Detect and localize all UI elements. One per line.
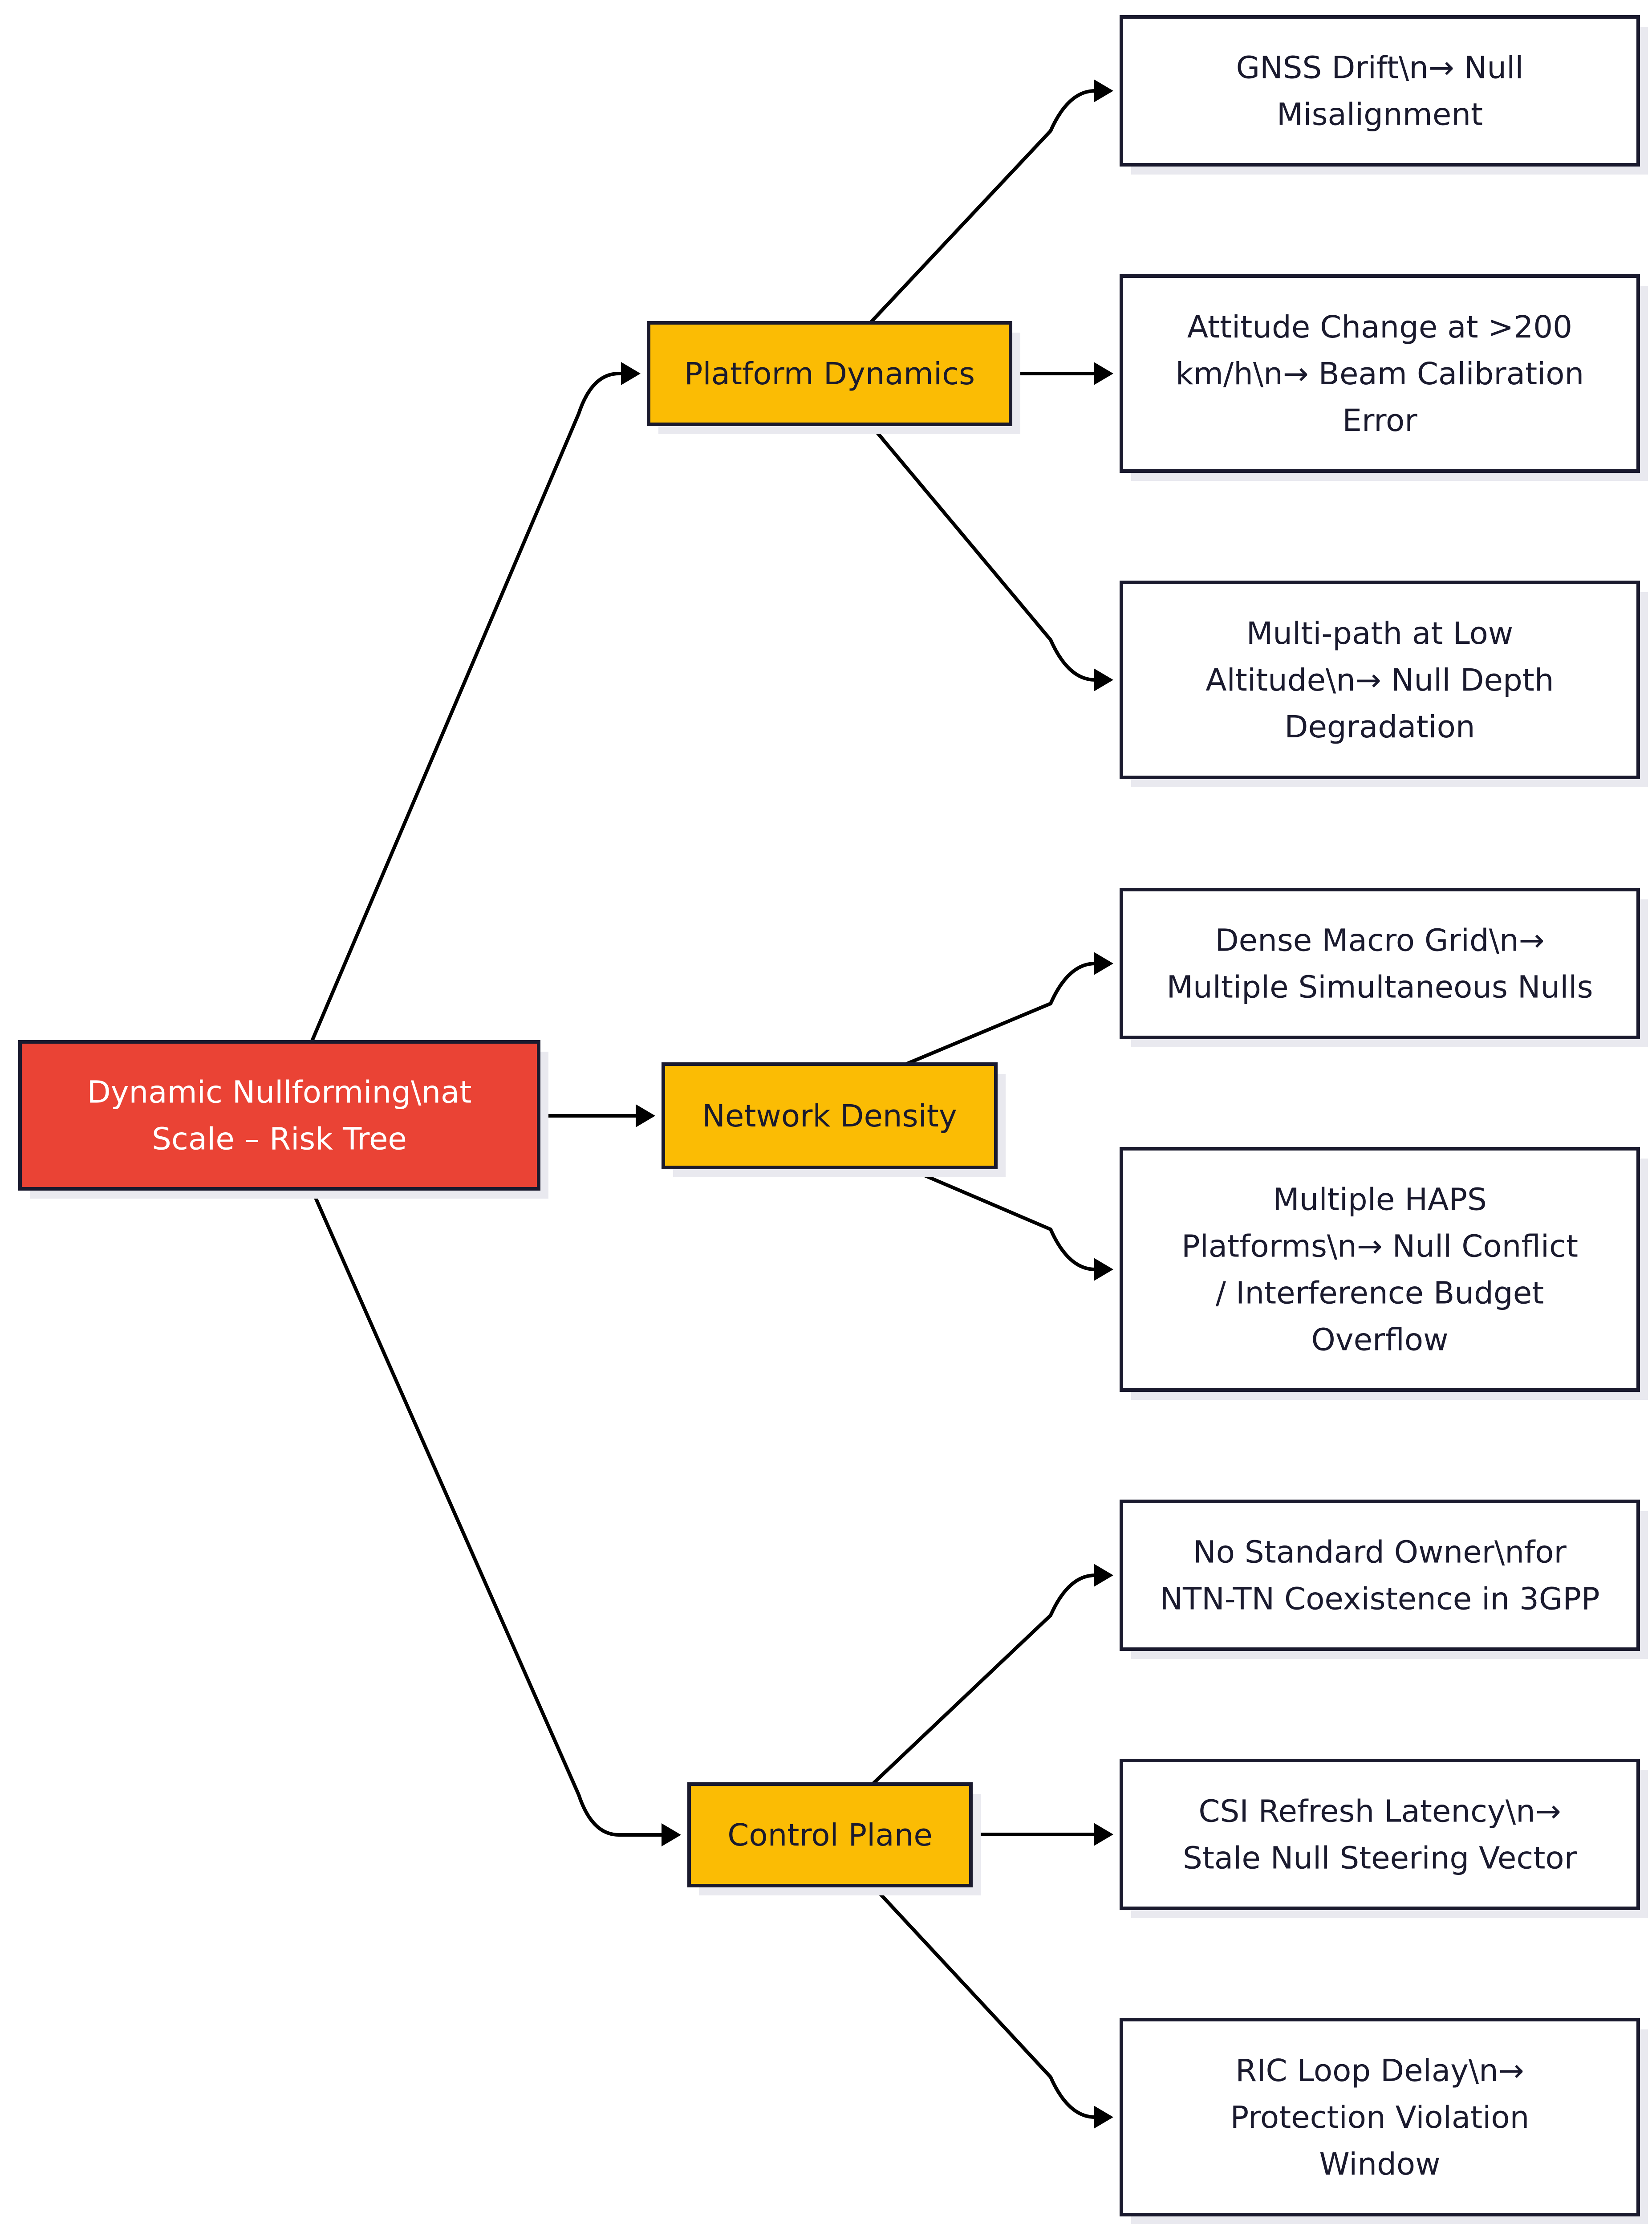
leaf-node-network-2-label-line: Multiple HAPS xyxy=(1273,1182,1487,1218)
leaf-node-platform-3-label-line: Multi-path at Low xyxy=(1246,616,1514,651)
leaf-node-platform-3-label-line: Degradation xyxy=(1284,709,1475,745)
category-node-network-box xyxy=(662,1062,998,1169)
leaf-node-control-3: RIC Loop Delay\n→ Protection ViolationWin… xyxy=(1120,2018,1648,2224)
edge-control-leaf-3 xyxy=(871,1884,1096,2119)
edge-root-platform-arrowhead xyxy=(621,362,641,385)
leaf-node-network-2: Multiple HAPS Platforms\n→ Null Conflict /… xyxy=(1120,1147,1648,1400)
leaf-node-network-1-label-line: Dense Macro Grid\n→ xyxy=(1215,923,1545,959)
root-node-box xyxy=(18,1040,540,1191)
edge-platform-leaf-1-arrowhead xyxy=(1094,79,1113,102)
edge-root-control-arrowhead xyxy=(662,1823,681,1846)
leaf-node-network-1-box xyxy=(1120,888,1640,1039)
edge-platform-leaf-3-arrowhead xyxy=(1094,668,1113,691)
edge-control-leaf-1 xyxy=(871,1573,1096,1785)
edge-platform-leaf-3 xyxy=(869,423,1096,682)
category-node-control-box xyxy=(687,1782,973,1887)
edge-platform-leaf-2-arrowhead xyxy=(1094,362,1113,385)
edges-layer xyxy=(310,79,1113,2129)
category-node-platform-box xyxy=(647,321,1012,426)
root-node-label-line: Dynamic Nullforming\nat xyxy=(87,1075,472,1110)
category-node-network: Network Density xyxy=(662,1062,1006,1177)
leaf-node-control-1-box xyxy=(1120,1500,1640,1651)
leaf-node-control-3-box xyxy=(1120,2018,1640,2216)
leaf-node-control-2: CSI Refresh Latency\n→ Stale Null Steerin… xyxy=(1120,1759,1648,1918)
leaf-node-platform-1-box xyxy=(1120,15,1640,167)
leaf-node-control-2-label-line: Stale Null Steering Vector xyxy=(1183,1841,1577,1876)
edge-control-leaf-2-arrowhead xyxy=(1094,1823,1113,1846)
edge-network-leaf-2-arrowhead xyxy=(1094,1258,1113,1281)
edge-control-leaf-3-arrowhead xyxy=(1094,2106,1113,2129)
leaf-node-control-2-label-line: CSI Refresh Latency\n→ xyxy=(1198,1794,1561,1830)
edge-platform-leaf-1 xyxy=(869,89,1096,324)
leaf-node-platform-2-label-line: Error xyxy=(1342,403,1417,439)
leaf-node-control-1-label-line: No Standard Owner\nfor xyxy=(1193,1535,1567,1570)
category-node-control: Control Plane xyxy=(687,1782,981,1895)
edge-network-leaf-1-arrowhead xyxy=(1094,952,1113,975)
leaf-node-network-2-box xyxy=(1120,1147,1640,1392)
leaf-node-platform-3-box xyxy=(1120,581,1640,779)
edge-control-leaf-1-arrowhead xyxy=(1094,1564,1113,1587)
edge-root-network-arrowhead xyxy=(636,1104,655,1127)
edge-network-leaf-2 xyxy=(905,1166,1096,1271)
category-node-control-label-line: Control Plane xyxy=(727,1817,933,1853)
root-node-label-line: Scale – Risk Tree xyxy=(152,1122,407,1157)
leaf-node-platform-1-label-line: Misalignment xyxy=(1277,97,1483,133)
leaf-node-network-2-label-line: / Interference Budget xyxy=(1216,1276,1544,1311)
edge-network-leaf-1 xyxy=(905,962,1096,1066)
leaf-node-platform-2-label-line: km/h\n→ Beam Calibration xyxy=(1176,356,1584,392)
leaf-node-control-1-label-line: NTN-TN Coexistence in 3GPP xyxy=(1160,1582,1599,1617)
category-node-platform-label-line: Platform Dynamics xyxy=(684,356,975,392)
leaf-node-control-3-label-line: RIC Loop Delay\n→ xyxy=(1235,2053,1524,2089)
leaf-node-platform-3-label-line: Altitude\n→ Null Depth xyxy=(1206,663,1554,698)
edge-root-control xyxy=(310,1188,663,1837)
leaf-node-control-3-label-line: Protection Violation xyxy=(1230,2100,1530,2135)
leaf-node-control-3-label-line: Window xyxy=(1319,2147,1440,2182)
edge-root-platform xyxy=(310,372,623,1043)
leaf-node-network-1: Dense Macro Grid\n→ Multiple Simultaneous… xyxy=(1120,888,1648,1047)
leaf-node-platform-2-label-line: Attitude Change at >200 xyxy=(1187,309,1572,345)
category-node-platform: Platform Dynamics xyxy=(647,321,1020,434)
leaf-node-platform-2: Attitude Change at >200 km/h\n→ Beam Cali… xyxy=(1120,274,1648,481)
leaf-node-platform-1-label-line: GNSS Drift\n→ Null xyxy=(1236,50,1524,86)
category-node-network-label-line: Network Density xyxy=(702,1098,957,1134)
leaf-node-network-2-label-line: Platforms\n→ Null Conflict xyxy=(1181,1229,1578,1264)
leaf-node-control-2-box xyxy=(1120,1759,1640,1910)
leaf-node-platform-2-box xyxy=(1120,274,1640,473)
leaf-node-network-2-label-line: Overflow xyxy=(1311,1322,1448,1358)
leaf-node-network-1-label-line: Multiple Simultaneous Nulls xyxy=(1166,970,1593,1005)
